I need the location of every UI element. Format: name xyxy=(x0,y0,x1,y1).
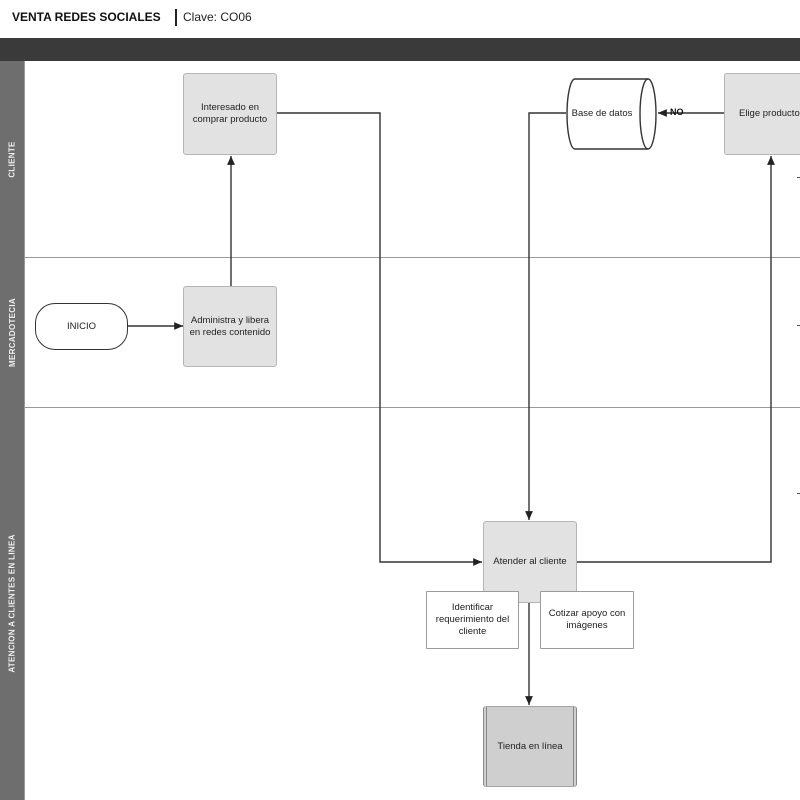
process-interesado: Interesado en comprar producto xyxy=(183,73,277,155)
lane-mercadotecia: MERCADOTECIA xyxy=(0,257,24,407)
edge-mark-3 xyxy=(797,493,800,494)
database-label: Base de datos xyxy=(571,108,633,119)
connector-interesado-atender xyxy=(277,112,482,566)
lane-cliente: CLIENTE xyxy=(0,61,24,257)
diagram-title: VENTA REDES SOCIALES xyxy=(12,10,161,24)
pool-header-bar xyxy=(0,38,800,61)
note-identificar: Identificar requerimiento del cliente xyxy=(426,591,519,649)
start-terminal: INICIO xyxy=(35,303,128,350)
edge-mark-1 xyxy=(797,177,800,178)
edge-mark-2 xyxy=(797,325,800,326)
process-administra: Administra y libera en redes contenido xyxy=(183,286,277,367)
connector-atender-elige xyxy=(577,156,775,563)
lane-divider-1 xyxy=(24,257,800,258)
note-cotizar: Cotizar apoyo con imágenes xyxy=(540,591,634,649)
lane-divider-2 xyxy=(24,407,800,408)
lane-frame-left xyxy=(24,61,25,800)
diagram-clave: Clave: CO06 xyxy=(183,10,252,24)
lane-atencion: ATENCION A CLIENTES EN LINEA xyxy=(0,407,24,800)
process-atender: Atender al cliente xyxy=(483,521,577,603)
connector-basedatos-atender xyxy=(525,112,566,520)
subprocess-tienda: Tienda en línea xyxy=(483,706,577,787)
database-cylinder-shape xyxy=(566,78,657,150)
header-separator xyxy=(175,9,177,26)
process-elige: Elige producto xyxy=(724,73,800,155)
connector-label-no: NO xyxy=(670,107,684,117)
